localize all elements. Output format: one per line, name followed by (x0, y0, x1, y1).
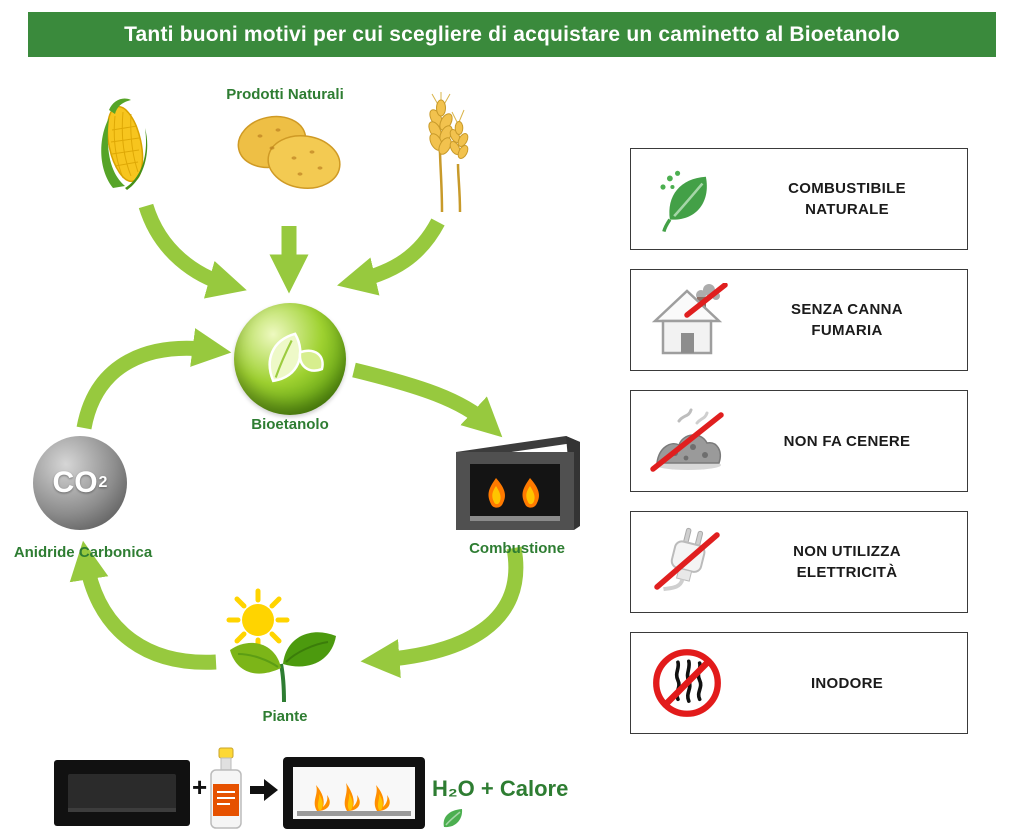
leaf-icon (268, 332, 324, 383)
wheat-icon (428, 92, 469, 213)
benefit-odorless: INODORE (630, 632, 968, 734)
arrow-bioethanol-to-combustion (352, 362, 503, 438)
no-chimney-house-icon (651, 283, 728, 355)
benefit-no-chimney: SENZA CANNA FUMARIA (630, 269, 968, 371)
co2-symbol: CO (52, 466, 98, 499)
arrow-right-icon (250, 779, 278, 801)
bioethanol-circle (234, 303, 346, 415)
arrow-corn-to-bioethanol (138, 203, 247, 299)
co2-exponent: 2 (98, 474, 108, 491)
bioethanol-label: Bioetanolo (251, 416, 329, 433)
benefit-label: COMBUSTIBILE NATURALE (788, 180, 906, 218)
arrow-co2-to-bioethanol (76, 328, 232, 430)
water-heat-label: H₂O + Calore (432, 776, 569, 801)
benefit-label: NON UTILIZZA ELETTRICITÀ (793, 543, 901, 581)
odorless-icon (653, 649, 721, 717)
burner-empty-icon (54, 760, 190, 826)
benefit-label: INODORE (810, 674, 884, 692)
plus-sign: + (192, 772, 208, 802)
arrow-wheat-to-bioethanol (337, 218, 445, 296)
fireplace-icon (456, 436, 580, 530)
benefit-natural-fuel: COMBUSTIBILE NATURALE (630, 148, 968, 250)
natural-products-label: Prodotti Naturali (226, 86, 344, 103)
benefit-label: NON FA CENERE (783, 432, 911, 450)
benefit-label: SENZA CANNA FUMARIA (791, 301, 903, 339)
page-title: Tanti buoni motivi per cui scegliere di … (28, 12, 996, 57)
combustion-label: Combustione (469, 540, 565, 557)
bioethanol-bottle-icon (210, 747, 242, 829)
plants-label: Piante (262, 708, 308, 725)
natural-fuel-leaf-icon (660, 170, 707, 233)
potatoes-icon (237, 115, 341, 189)
no-ash-icon (650, 408, 724, 472)
arrow-plants-to-co2 (69, 540, 217, 670)
plant-sun-icon (226, 588, 336, 703)
corn-icon (101, 98, 148, 190)
small-leaf-icon (443, 809, 463, 828)
arrow-combustion-to-plants (360, 546, 524, 679)
benefit-no-electricity: NON UTILIZZA ELETTRICITÀ (630, 511, 968, 613)
benefit-no-ash: NON FA CENERE (630, 390, 968, 492)
benefits-list: COMBUSTIBILE NATURALE SENZA CANNA FUMARI… (630, 148, 968, 734)
burner-lit-icon (283, 757, 425, 829)
no-electricity-plug-icon (654, 527, 720, 592)
carbon-dioxide-label: Anidride Carbonica (13, 544, 153, 561)
